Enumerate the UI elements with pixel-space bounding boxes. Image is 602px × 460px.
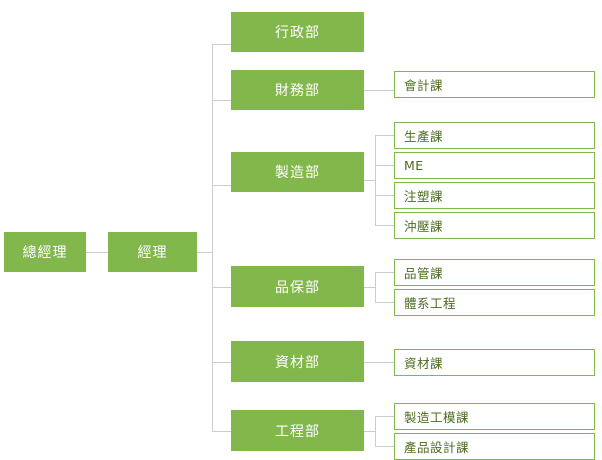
connector-trunk-to-dept-3 xyxy=(212,185,232,186)
node-section-me[interactable]: ME xyxy=(394,152,595,179)
connector-manager-stub xyxy=(197,252,213,253)
node-department-materials[interactable]: 資材部 xyxy=(231,341,364,382)
connector-dept3-to-section-3 xyxy=(375,195,394,196)
connector-trunk-to-dept-6 xyxy=(212,431,232,432)
node-section-injection-molding[interactable]: 注塑課 xyxy=(394,182,595,209)
node-general-manager[interactable]: 總經理 xyxy=(4,232,86,272)
connector-dept6-trunk xyxy=(375,416,376,446)
connector-dept6-to-section-1 xyxy=(375,416,394,417)
connector-dept4-to-section-1 xyxy=(375,272,394,273)
node-section-stamping[interactable]: 沖壓課 xyxy=(394,212,595,239)
node-department-quality-assurance[interactable]: 品保部 xyxy=(231,266,364,307)
node-section-production[interactable]: 生產課 xyxy=(394,122,595,149)
node-section-product-design[interactable]: 產品設計課 xyxy=(394,433,595,460)
connector-dept5-to-section xyxy=(364,362,394,363)
node-section-system-engineering[interactable]: 體系工程 xyxy=(394,289,595,316)
connector-department-trunk xyxy=(212,44,213,431)
node-section-accounting[interactable]: 會計課 xyxy=(394,71,595,98)
node-manager[interactable]: 經理 xyxy=(108,232,197,272)
connector-dept3-trunk xyxy=(375,135,376,225)
connector-dept3-stub xyxy=(364,180,376,181)
connector-dept4-to-section-2 xyxy=(375,302,394,303)
connector-dept6-to-section-2 xyxy=(375,446,394,447)
node-section-quality-control[interactable]: 品管課 xyxy=(394,259,595,286)
connector-trunk-to-dept-2 xyxy=(212,100,232,101)
node-department-administration[interactable]: 行政部 xyxy=(231,12,364,52)
node-department-manufacturing[interactable]: 製造部 xyxy=(231,152,364,192)
connector-dept3-to-section-1 xyxy=(375,135,394,136)
connector-trunk-to-dept-4 xyxy=(212,287,232,288)
node-department-engineering[interactable]: 工程部 xyxy=(231,410,364,451)
connector-dept6-stub xyxy=(364,431,376,432)
node-department-finance[interactable]: 財務部 xyxy=(231,70,364,110)
connector-dept3-to-section-2 xyxy=(375,165,394,166)
connector-trunk-to-dept-5 xyxy=(212,362,232,363)
connector-root-to-manager xyxy=(86,252,108,253)
node-section-materials[interactable]: 資材課 xyxy=(394,349,595,376)
connector-dept4-trunk xyxy=(375,272,376,302)
connector-dept2-to-section xyxy=(364,90,394,91)
connector-trunk-to-dept-1 xyxy=(212,44,232,45)
connector-dept3-to-section-4 xyxy=(375,225,394,226)
connector-dept4-stub xyxy=(364,287,376,288)
node-section-manufacturing-tooling[interactable]: 製造工模課 xyxy=(394,403,595,430)
